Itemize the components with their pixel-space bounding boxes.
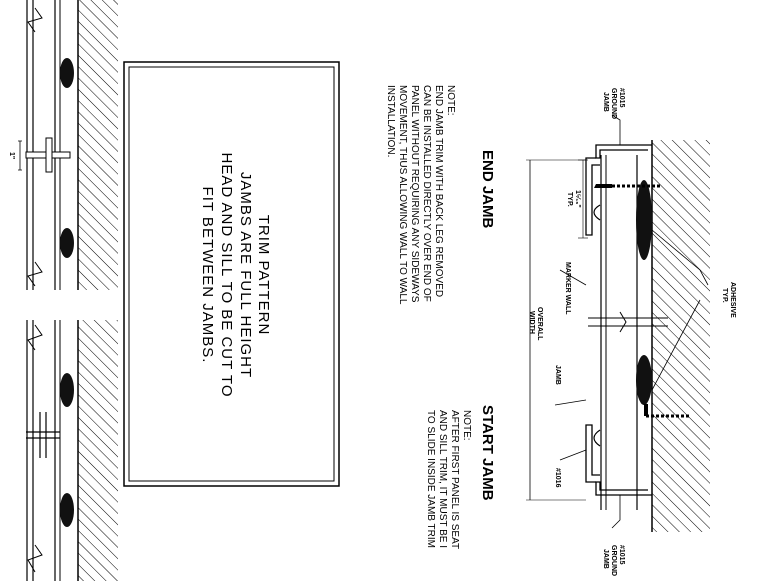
- box-line-3: HEAD AND SILL TO BE CUT TO: [218, 153, 235, 398]
- trim-pattern-box: [123, 61, 340, 487]
- dimension-typ: TYP.: [566, 192, 573, 207]
- dimension-fraction: 1⁵⁄₁₆": [574, 190, 581, 208]
- note-line: INSTALLATION.: [385, 85, 396, 157]
- start-jamb-note: NOTE: AFTER FIRST PANEL IS SEAT AND SILL…: [425, 410, 472, 549]
- note-line: AND SILL TRIM, IT MUST BE I: [437, 410, 448, 548]
- box-line-1: TRIM PATTERN: [255, 215, 272, 336]
- ground-jamb-top-label: #1015: [618, 88, 625, 108]
- note-line: MOVEMENT, THUS ALLOWING WALL TO WALL: [397, 85, 408, 305]
- adhesive-bead: [60, 58, 74, 88]
- overall-width-label: WIDTH: [528, 311, 535, 334]
- end-jamb-note: NOTE: END JAMB TRIM WITH BACK LEG REMOVE…: [385, 85, 456, 305]
- left-wall-top: [26, 0, 118, 290]
- adhesive-bead: [636, 355, 652, 405]
- ground-jamb-top-label: JAMB: [602, 92, 609, 112]
- adhesive-bead: [60, 228, 74, 258]
- ground-jamb-bottom-label: #1015: [618, 545, 625, 565]
- note-title: NOTE:: [461, 410, 472, 441]
- note-title: NOTE:: [445, 85, 456, 116]
- dimension-lines: [526, 114, 709, 529]
- box-line-2: JAMBS ARE FULL HEIGHT: [237, 172, 254, 378]
- marker-wall-label: MARKER WALL: [564, 262, 571, 315]
- ground-jamb-bottom-label: GROUND: [610, 545, 617, 576]
- overall-width-label: OVERALL: [536, 307, 543, 341]
- note-line: TO SLIDE INSIDE JAMB TRIM: [425, 410, 436, 548]
- t-joint-top: 1": [8, 137, 71, 173]
- end-jamb-heading: END JAMB: [479, 150, 496, 229]
- adhesive-label: ADHESIVE: [729, 282, 736, 318]
- note-line: PANEL WITHOUT REQUIRING ANY SIDEWAYS: [409, 85, 420, 303]
- ground-jamb-top-label: GROUND: [610, 88, 617, 119]
- start-jamb-heading: START JAMB: [479, 405, 496, 501]
- right-wall-section: [588, 140, 710, 532]
- part-1016-label: #1016: [554, 468, 561, 488]
- box-line-4: FIT BETWEEN JAMBS.: [199, 187, 216, 364]
- adhesive-bead: [60, 373, 74, 407]
- adhesive-label: TYP.: [721, 288, 728, 303]
- right-labels: #1015 GROUND JAMB #1015 GROUND JAMB 1⁵⁄₁…: [528, 88, 736, 576]
- start-jamb-trim: [585, 404, 690, 496]
- jamb-label: JAMB: [554, 365, 561, 385]
- end-jamb-trim: [585, 144, 660, 236]
- adhesive-bead: [636, 180, 652, 260]
- note-line: AFTER FIRST PANEL IS SEAT: [449, 410, 460, 549]
- left-wall-bottom: [26, 320, 118, 581]
- adhesive-bead: [60, 493, 74, 527]
- note-line: END JAMB TRIM WITH BACK LEG REMOVED: [433, 85, 444, 297]
- one-inch-label: 1": [8, 152, 15, 159]
- note-line: CAN BE INSTALLED DIRECTLY OVER END OF: [421, 85, 432, 302]
- cross-joint-bottom: [26, 412, 60, 458]
- ground-jamb-bottom-label: JAMB: [602, 549, 609, 569]
